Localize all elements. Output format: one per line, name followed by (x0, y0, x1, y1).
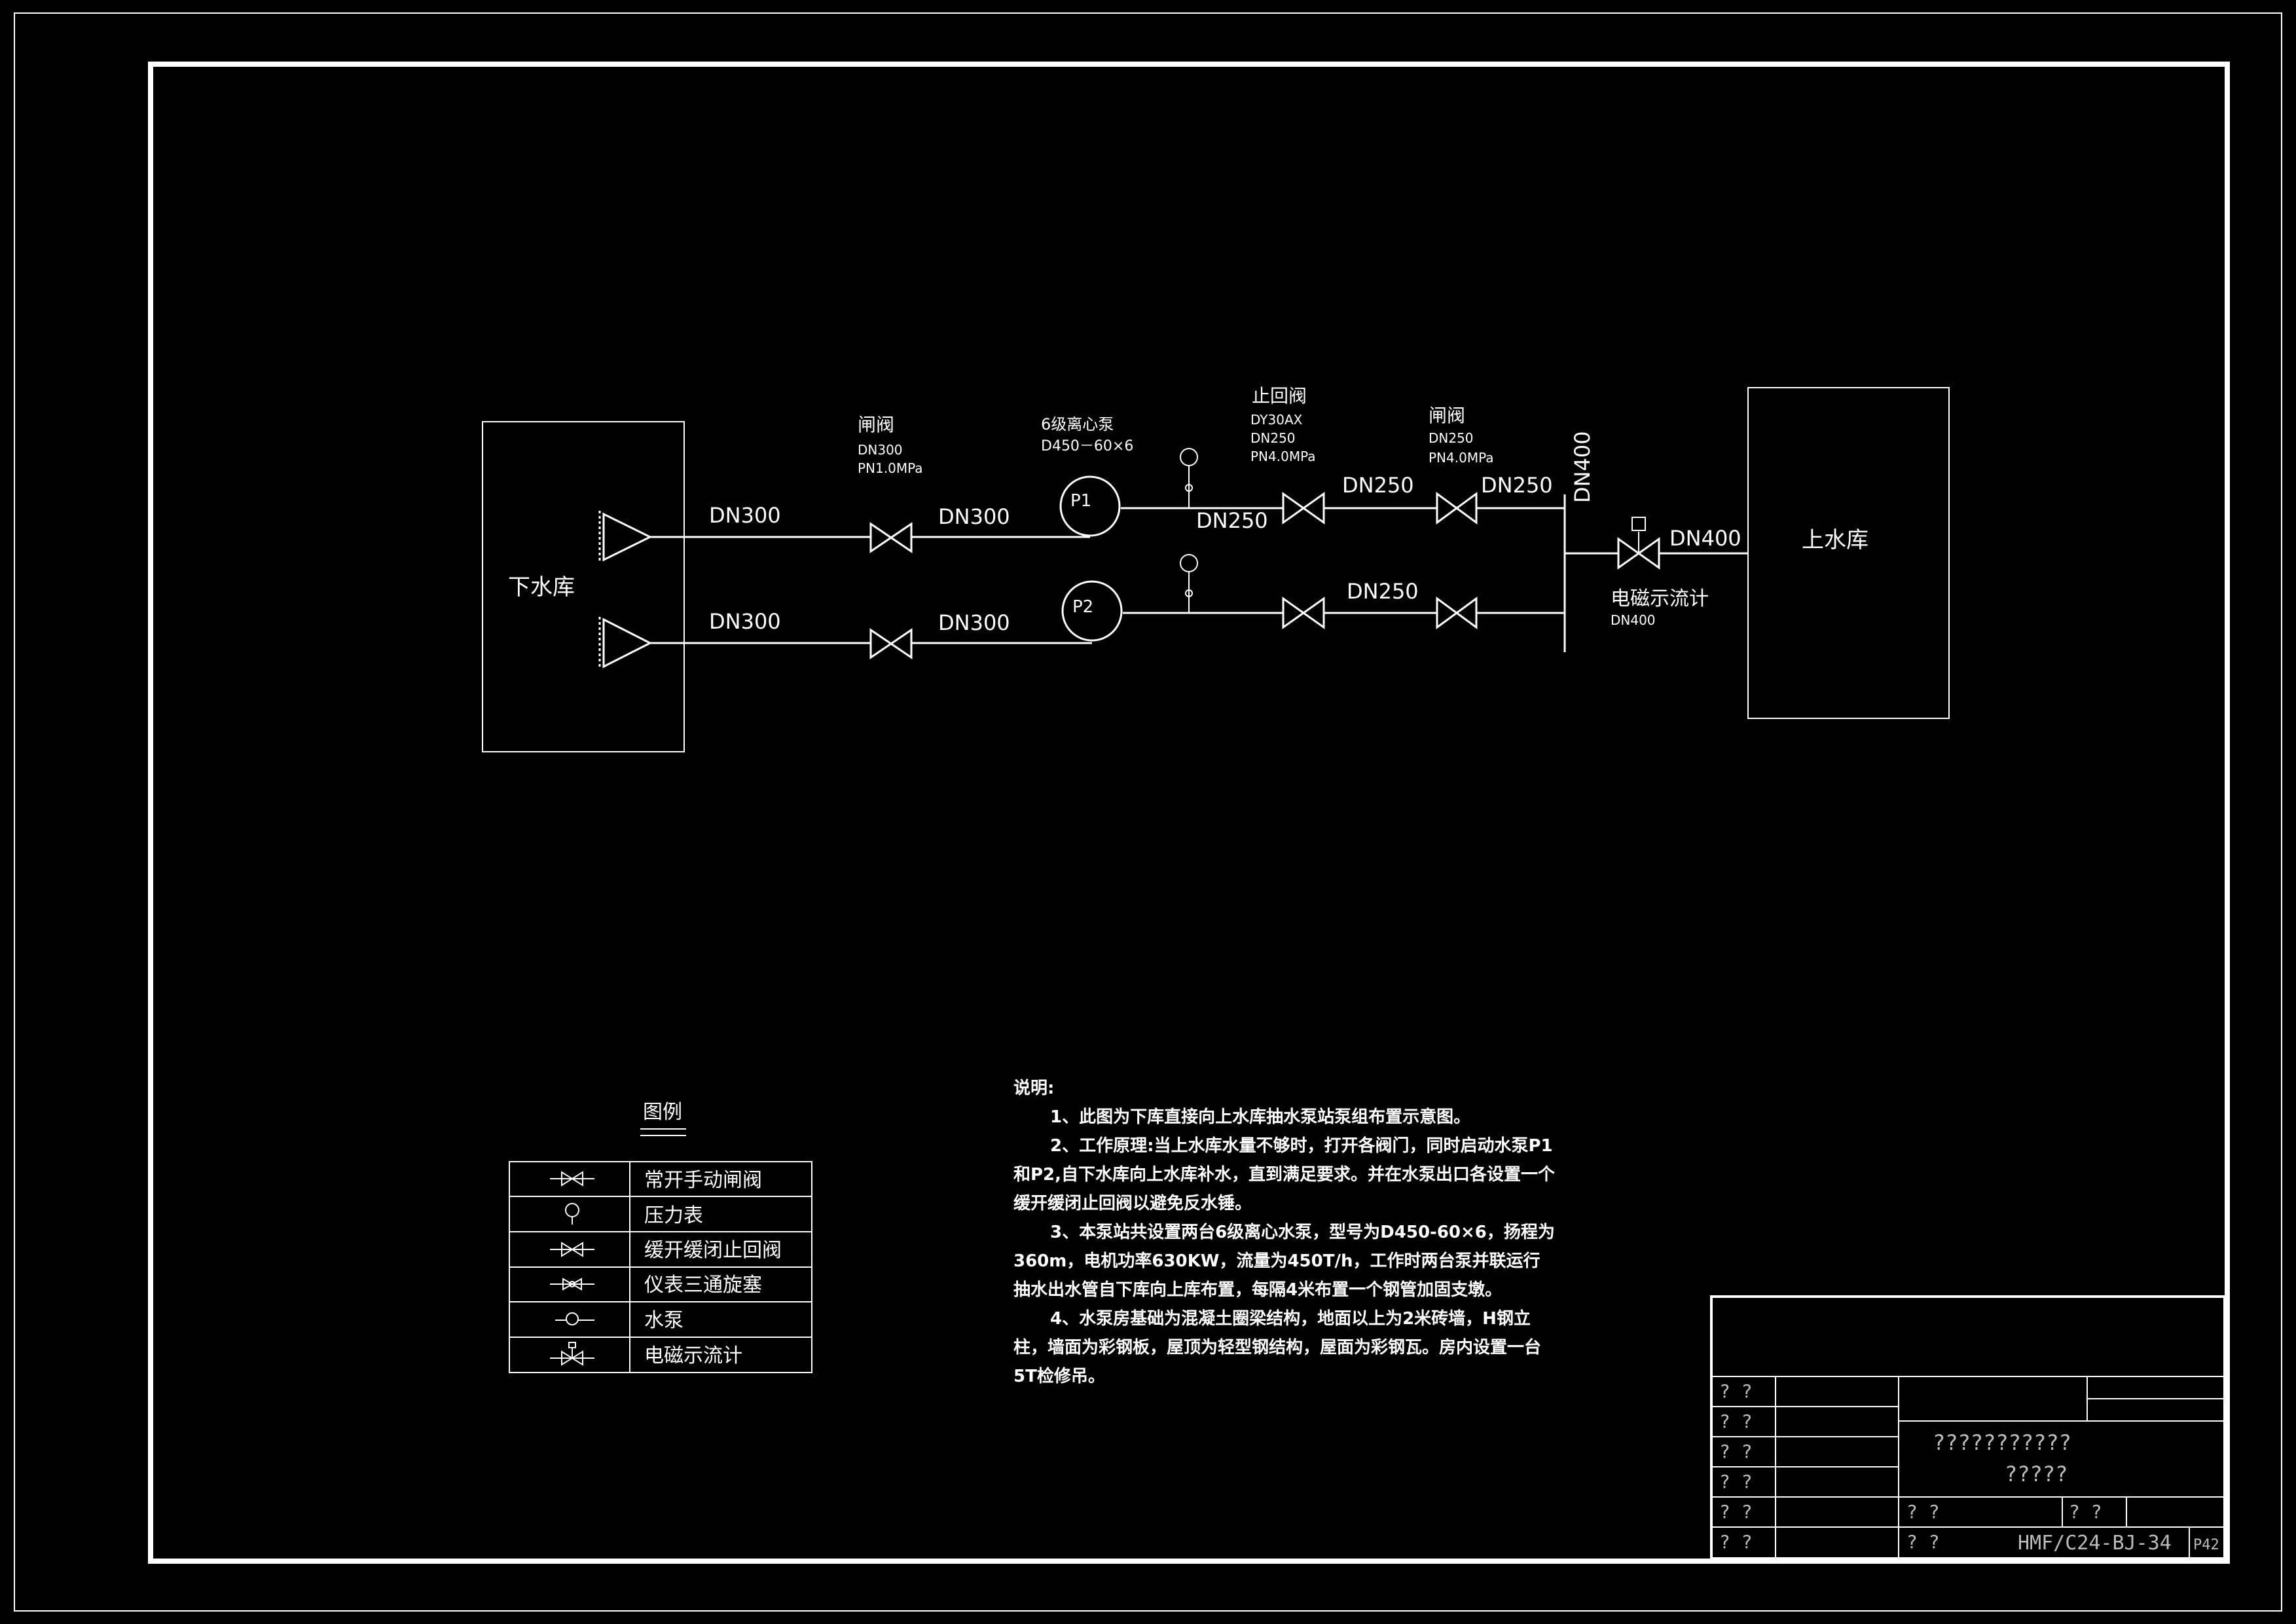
gate-valve-p2-suction (869, 628, 913, 659)
pipe-label-p2-in: DN300 (709, 609, 781, 634)
title-block-label-5: ? ? (1719, 1501, 1753, 1522)
pipe-label-p1-after-check: DN250 (1342, 473, 1414, 498)
pump-p1-label: P1 (1070, 491, 1091, 511)
legend-item-1: 常开手动闸阀 (644, 1169, 762, 1192)
pipe-label-outlet: DN400 (1669, 526, 1741, 551)
inner-frame (148, 62, 2230, 1564)
check-valve-model: DY30AX (1250, 412, 1303, 428)
legend-gate-valve-icon (550, 1171, 594, 1187)
flowmeter-valve (1617, 517, 1660, 570)
drawing-number: HMF/C24-BJ-34 (2018, 1532, 2172, 1555)
gate-valve-1-size: DN300 (858, 442, 903, 458)
legend-check-valve-icon (550, 1242, 594, 1257)
check-valve-p2 (1282, 597, 1325, 629)
note-2: 2、工作原理:当上水库水量不够时，打开各阀门，同时启动水泵P1和P2,自下水库向… (1013, 1136, 1556, 1213)
drawing-name: ????? (2005, 1462, 2068, 1486)
title-block-label-3: ? ? (1719, 1441, 1753, 1462)
legend-item-2: 压力表 (644, 1204, 703, 1227)
note-3: 3、本泵站共设置两台6级离心水泵，型号为D450-60×6，扬程为360m，电机… (1013, 1223, 1555, 1300)
gate-valve-p1-discharge (1436, 492, 1478, 525)
legend-pressure-gauge-icon (565, 1203, 579, 1225)
gate-valve-2-pressure: PN4.0MPa (1429, 450, 1494, 466)
project-name: ??????????? (1933, 1430, 2071, 1455)
gate-valve-2-size: DN250 (1429, 430, 1474, 446)
pressure-gauge-p1 (1180, 448, 1198, 508)
title-block-label-2: ? ? (1719, 1411, 1753, 1432)
outer-frame (14, 12, 2282, 1612)
pump-p2 (1061, 580, 1123, 642)
upper-reservoir-box (1747, 387, 1950, 719)
title-block-label-1: ? ? (1719, 1380, 1753, 1402)
pump-p2-label: P2 (1072, 597, 1093, 617)
flowmeter-name: 电磁示流计 (1611, 587, 1709, 610)
pipe-label-p1-mid: DN300 (938, 504, 1010, 529)
legend-table (509, 1161, 812, 1373)
title-block (1710, 1295, 2226, 1560)
legend-pump-icon (555, 1312, 594, 1325)
title-block-bottom-label-2: ? ? (2069, 1501, 2102, 1522)
pipe-label-p1-after-gate: DN250 (1481, 473, 1553, 498)
lower-reservoir-label: 下水库 (508, 574, 575, 600)
title-block-label-4: ? ? (1719, 1471, 1753, 1492)
note-1: 1、此图为下库直接向上水库抽水泵站泵组布置示意图。 (1050, 1107, 1471, 1127)
title-block-label-6: ? ? (1719, 1531, 1753, 1553)
gate-valve-2-name: 闸阀 (1429, 405, 1465, 426)
pipe-label-p2-between: DN250 (1347, 579, 1419, 604)
suction-bell-2 (598, 617, 653, 669)
pump-spec-model: D450－60×6 (1041, 438, 1133, 454)
notes-title: 说明: (1013, 1079, 1055, 1098)
legend-item-4: 仪表三通旋塞 (644, 1274, 762, 1297)
pipe-label-header: DN400 (1570, 431, 1595, 503)
legend-cock-icon (550, 1278, 594, 1291)
note-4: 4、水泵房基础为混凝土圈梁结构，地面以上为2米砖墙，H钢立柱，墙面为彩钢板，屋顶… (1013, 1309, 1542, 1386)
lower-reservoir-box (482, 421, 685, 752)
gate-valve-p2-discharge (1436, 597, 1478, 629)
notes-panel: 说明: 1、此图为下库直接向上水库抽水泵站泵组布置示意图。 2、工作原理:当上水… (1013, 1074, 1557, 1391)
legend-flowmeter-icon (550, 1342, 594, 1366)
gate-valve-p1-suction (869, 522, 913, 553)
page-number: P42 (2193, 1537, 2219, 1553)
check-valve-name: 止回阀 (1252, 385, 1307, 407)
legend-item-3: 缓开缓闭止回阀 (644, 1239, 782, 1262)
legend-title: 图例 (643, 1101, 682, 1124)
gate-valve-1-name: 闸阀 (858, 414, 894, 435)
gate-valve-1-pressure: PN1.0MPa (858, 460, 923, 476)
flowmeter-size: DN400 (1611, 612, 1656, 628)
suction-bell-1 (598, 511, 653, 563)
pipe-label-p1-out: DN250 (1196, 508, 1268, 533)
legend-item-6: 电磁示流计 (644, 1344, 742, 1367)
title-block-bottom-label-1: ? ? (1906, 1501, 1940, 1522)
pipe-label-p2-mid: DN300 (938, 610, 1010, 635)
pipe-label-p1-in: DN300 (709, 503, 781, 528)
pump-p1 (1059, 475, 1121, 537)
check-valve-size: DN250 (1250, 430, 1296, 446)
check-valve-p1 (1282, 492, 1325, 525)
title-block-bottom-label-3: ? ? (1906, 1531, 1940, 1553)
pressure-gauge-p2 (1180, 554, 1198, 613)
pump-spec-name: 6级离心泵 (1041, 415, 1114, 434)
legend-item-5: 水泵 (644, 1309, 683, 1332)
upper-reservoir-label: 上水库 (1802, 527, 1868, 553)
check-valve-pressure: PN4.0MPa (1250, 449, 1316, 464)
